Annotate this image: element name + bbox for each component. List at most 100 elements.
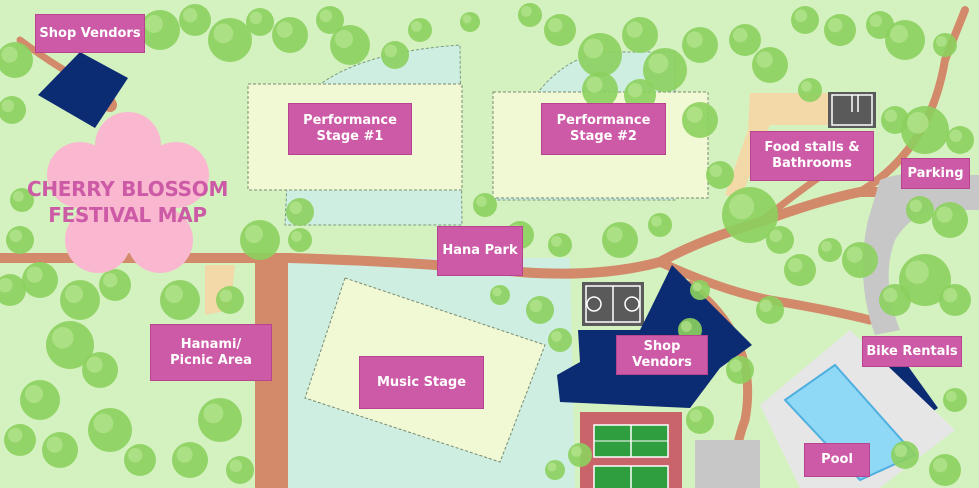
tree-highlight	[103, 273, 118, 288]
tree-highlight	[583, 38, 604, 59]
tree-highlight	[203, 403, 224, 424]
tree-highlight	[907, 112, 929, 134]
map-title: CHERRY BLOSSOM FESTIVAL MAP	[26, 177, 229, 227]
tree-highlight	[476, 196, 487, 207]
label-parking[interactable]: Parking	[901, 158, 970, 189]
tree-highlight	[846, 246, 863, 263]
tree-highlight	[686, 31, 703, 48]
label-hanami-picnic[interactable]: Hanami/ Picnic Area	[150, 324, 272, 381]
tree-highlight	[0, 278, 13, 293]
tree-highlight	[165, 285, 183, 303]
tree-highlight	[586, 76, 603, 93]
pool-plaza	[695, 440, 760, 488]
parking-lot	[862, 173, 979, 335]
tree-highlight	[571, 446, 582, 457]
tree-highlight	[289, 201, 303, 215]
label-music-stage[interactable]: Music Stage	[359, 356, 484, 409]
tree-highlight	[183, 8, 198, 23]
tree-highlight	[936, 206, 953, 223]
tree-highlight	[883, 288, 898, 303]
tree-highlight	[276, 21, 293, 38]
tree-highlight	[13, 191, 24, 202]
tree-highlight	[821, 241, 832, 252]
tree-highlight	[26, 266, 43, 283]
tree-highlight	[229, 459, 243, 473]
tree-highlight	[65, 285, 83, 303]
tree-highlight	[319, 9, 333, 23]
tree-highlight	[46, 436, 63, 453]
label-hana-park[interactable]: Hana Park	[437, 226, 523, 276]
tree-highlight	[801, 81, 812, 92]
basketball-court-ne	[828, 92, 876, 128]
tree-highlight	[905, 260, 929, 284]
tree-highlight	[869, 14, 883, 28]
tree-highlight	[548, 18, 563, 33]
tree-highlight	[128, 448, 143, 463]
tree-highlight	[828, 18, 843, 33]
cherry-blossom-icon	[47, 112, 209, 273]
tree-highlight	[213, 23, 234, 44]
tree-highlight	[411, 21, 422, 32]
tree-highlight	[733, 28, 748, 43]
label-bike-rentals[interactable]: Bike Rentals	[862, 336, 962, 367]
tree-highlight	[686, 106, 703, 123]
tree-highlight	[606, 226, 623, 243]
tree-highlight	[8, 428, 23, 443]
tree-highlight	[936, 36, 947, 47]
tree-highlight	[729, 194, 755, 220]
tree-highlight	[335, 30, 353, 48]
tree-highlight	[692, 282, 702, 292]
label-food-stalls[interactable]: Food stalls & Bathrooms	[750, 131, 874, 181]
tree-highlight	[219, 289, 233, 303]
label-pool[interactable]: Pool	[804, 443, 870, 477]
label-performance-stage-2[interactable]: Performance Stage #2	[541, 103, 666, 155]
tree-highlight	[626, 21, 643, 38]
tree-highlight	[756, 51, 773, 68]
tree-highlight	[521, 5, 532, 17]
tree-highlight	[651, 216, 662, 227]
tree-highlight	[547, 462, 557, 472]
tennis-courts	[580, 412, 682, 488]
tree-highlight	[681, 321, 692, 332]
tree-highlight	[884, 109, 898, 123]
tree-highlight	[291, 231, 302, 242]
tree-highlight	[1, 99, 15, 113]
tree-highlight	[943, 288, 958, 303]
tree-highlight	[551, 331, 562, 342]
label-shop-vendors-center[interactable]: Shop Vendors	[616, 335, 708, 375]
tree-highlight	[949, 129, 963, 143]
label-performance-stage-1[interactable]: Performance Stage #1	[288, 103, 412, 155]
tree-highlight	[176, 446, 193, 463]
label-shop-vendors-nw[interactable]: Shop Vendors	[35, 14, 145, 53]
tree-highlight	[946, 391, 957, 402]
tree-highlight	[25, 385, 43, 403]
tree-highlight	[648, 53, 669, 74]
tree-highlight	[788, 258, 803, 273]
tree-highlight	[462, 14, 472, 24]
tree-highlight	[93, 413, 114, 434]
tree-highlight	[249, 11, 263, 25]
tree-highlight	[86, 356, 103, 373]
tree-highlight	[1, 46, 18, 63]
tree-highlight	[709, 164, 723, 178]
tree-highlight	[769, 229, 783, 243]
tree-highlight	[529, 299, 543, 313]
building-nw	[38, 52, 128, 128]
tree-highlight	[729, 359, 743, 373]
tree-highlight	[52, 327, 74, 349]
basketball-court-center	[582, 282, 644, 326]
tree-highlight	[759, 299, 773, 313]
tree-highlight	[794, 9, 808, 23]
tree-highlight	[9, 229, 23, 243]
tree-highlight	[145, 15, 163, 33]
tree-highlight	[492, 287, 502, 297]
tree-highlight	[628, 83, 643, 98]
tree-highlight	[894, 444, 908, 458]
food-sand-area	[725, 93, 830, 200]
tree-highlight	[689, 409, 703, 423]
tree-highlight	[551, 236, 562, 247]
tree-highlight	[933, 458, 948, 473]
tree-highlight	[909, 199, 923, 213]
